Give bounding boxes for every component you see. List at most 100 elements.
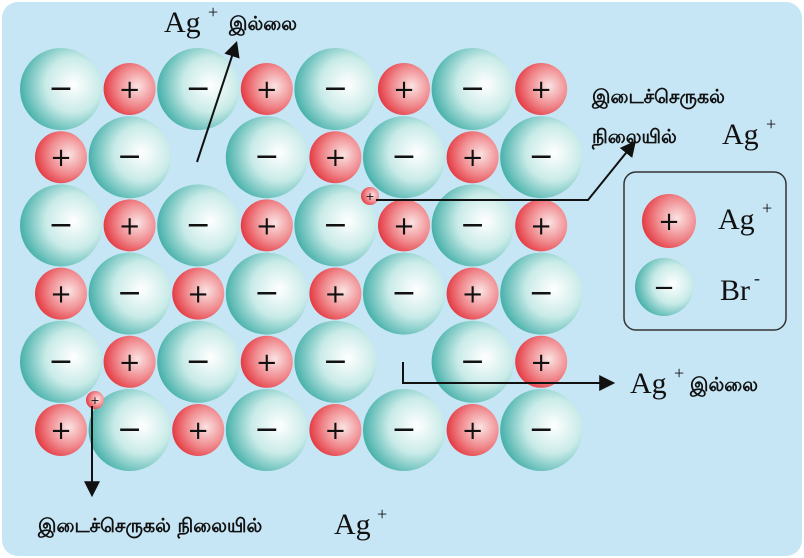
silver-ion: + — [515, 63, 567, 115]
svg-text:−: − — [653, 273, 675, 303]
silver-ion: + — [378, 199, 430, 251]
bromide-ion: − — [157, 48, 239, 130]
bromide-sign: − — [48, 71, 73, 106]
silver-sign: + — [50, 416, 72, 446]
silver-sign: + — [119, 348, 141, 378]
silver-sign: + — [530, 75, 552, 105]
svg-text:+: + — [762, 198, 772, 218]
bromide-sign: − — [460, 71, 485, 106]
bromide-sign: − — [460, 344, 485, 379]
bromide-ion: − — [157, 184, 239, 266]
svg-text:Ag: Ag — [334, 508, 371, 541]
silver-sign: + — [462, 416, 484, 446]
silver-ion: + — [378, 63, 430, 115]
silver-ion: + — [104, 63, 156, 115]
bromide-ion: − — [20, 184, 102, 266]
silver-sign: + — [187, 416, 209, 446]
bromide-sign: − — [117, 276, 142, 311]
silver-ion: + — [172, 404, 224, 456]
silver-sign: + — [530, 348, 552, 378]
svg-text:நிலையில்: நிலையில் — [591, 126, 677, 150]
silver-sign: + — [393, 75, 415, 105]
silver-sign: + — [50, 143, 72, 173]
svg-text:+: + — [365, 190, 374, 203]
bromide-ion: − — [294, 321, 376, 403]
bromide-ion: − — [500, 253, 582, 335]
bromide-ion: − — [20, 321, 102, 403]
bromide-sign: − — [48, 207, 73, 242]
silver-ion: + — [447, 268, 499, 320]
bromide-sign: − — [323, 344, 348, 379]
svg-text:Ag: Ag — [630, 367, 667, 400]
svg-text:இடைச்செருகல்: இடைச்செருகல் — [591, 86, 725, 110]
svg-text:Ag: Ag — [722, 118, 759, 151]
svg-text:+: + — [208, 2, 218, 22]
silver-sign: + — [119, 211, 141, 241]
silver-sign: + — [50, 280, 72, 310]
bromide-ion: − — [226, 253, 308, 335]
bromide-ion: − — [363, 116, 445, 198]
bromide-ion: − — [500, 389, 582, 471]
silver-sign: + — [325, 280, 347, 310]
bromide-sign: − — [254, 412, 279, 447]
bromide-ion: − — [363, 253, 445, 335]
svg-text:இல்லை: இல்லை — [689, 374, 758, 397]
silver-sign: + — [325, 416, 347, 446]
silver-ion: + — [447, 404, 499, 456]
bromide-sign: − — [391, 276, 416, 311]
interstitial-ion-lower: + — [86, 391, 104, 409]
bromide-sign: − — [391, 412, 416, 447]
legend-anion-label: Br — [720, 274, 750, 307]
silver-ion: + — [241, 63, 293, 115]
silver-sign: + — [256, 211, 278, 241]
bromide-ion: − — [363, 389, 445, 471]
bromide-sign: − — [117, 412, 142, 447]
silver-ion: + — [35, 131, 87, 183]
silver-sign: + — [462, 280, 484, 310]
svg-text:இடைச்செருகல் நிலையில்: இடைச்செருகல் நிலையில் — [37, 515, 263, 539]
silver-sign: + — [119, 75, 141, 105]
legend-cation-swatch: + — [642, 194, 696, 248]
bromide-sign: − — [391, 139, 416, 174]
bromide-sign: − — [323, 71, 348, 106]
silver-sign: + — [462, 143, 484, 173]
silver-sign: + — [256, 75, 278, 105]
silver-ion: + — [309, 404, 361, 456]
bromide-ion: − — [89, 253, 171, 335]
silver-ion: + — [35, 268, 87, 320]
bromide-ion: − — [226, 116, 308, 198]
bromide-sign: − — [48, 344, 73, 379]
svg-text:-: - — [754, 268, 760, 288]
svg-text:இல்லை: இல்லை — [228, 13, 297, 36]
silver-ion: + — [309, 268, 361, 320]
bromide-ion: − — [89, 116, 171, 198]
bromide-ion: − — [20, 48, 102, 130]
silver-sign: + — [530, 211, 552, 241]
bromide-ion: − — [226, 389, 308, 471]
silver-sign: + — [187, 280, 209, 310]
bromide-sign: − — [117, 139, 142, 174]
silver-ion: + — [172, 268, 224, 320]
silver-sign: + — [393, 211, 415, 241]
silver-ion: + — [515, 336, 567, 388]
bromide-sign: − — [529, 139, 554, 174]
svg-text:+: + — [674, 363, 684, 383]
bromide-sign: − — [460, 207, 485, 242]
legend-anion-swatch: − — [635, 258, 693, 316]
bromide-ion: − — [157, 321, 239, 403]
svg-text:+: + — [658, 207, 680, 237]
interstitial-ion-upper: + — [361, 187, 379, 205]
silver-ion: + — [241, 336, 293, 388]
bromide-ion: − — [432, 48, 514, 130]
bromide-ion: − — [294, 48, 376, 130]
svg-text:+: + — [90, 394, 99, 407]
bromide-sign: − — [186, 207, 211, 242]
silver-ion: + — [241, 199, 293, 251]
silver-ion: + — [447, 131, 499, 183]
silver-ion: + — [515, 199, 567, 251]
silver-ion: + — [104, 336, 156, 388]
bromide-ion: − — [500, 116, 582, 198]
silver-ion: + — [104, 199, 156, 251]
